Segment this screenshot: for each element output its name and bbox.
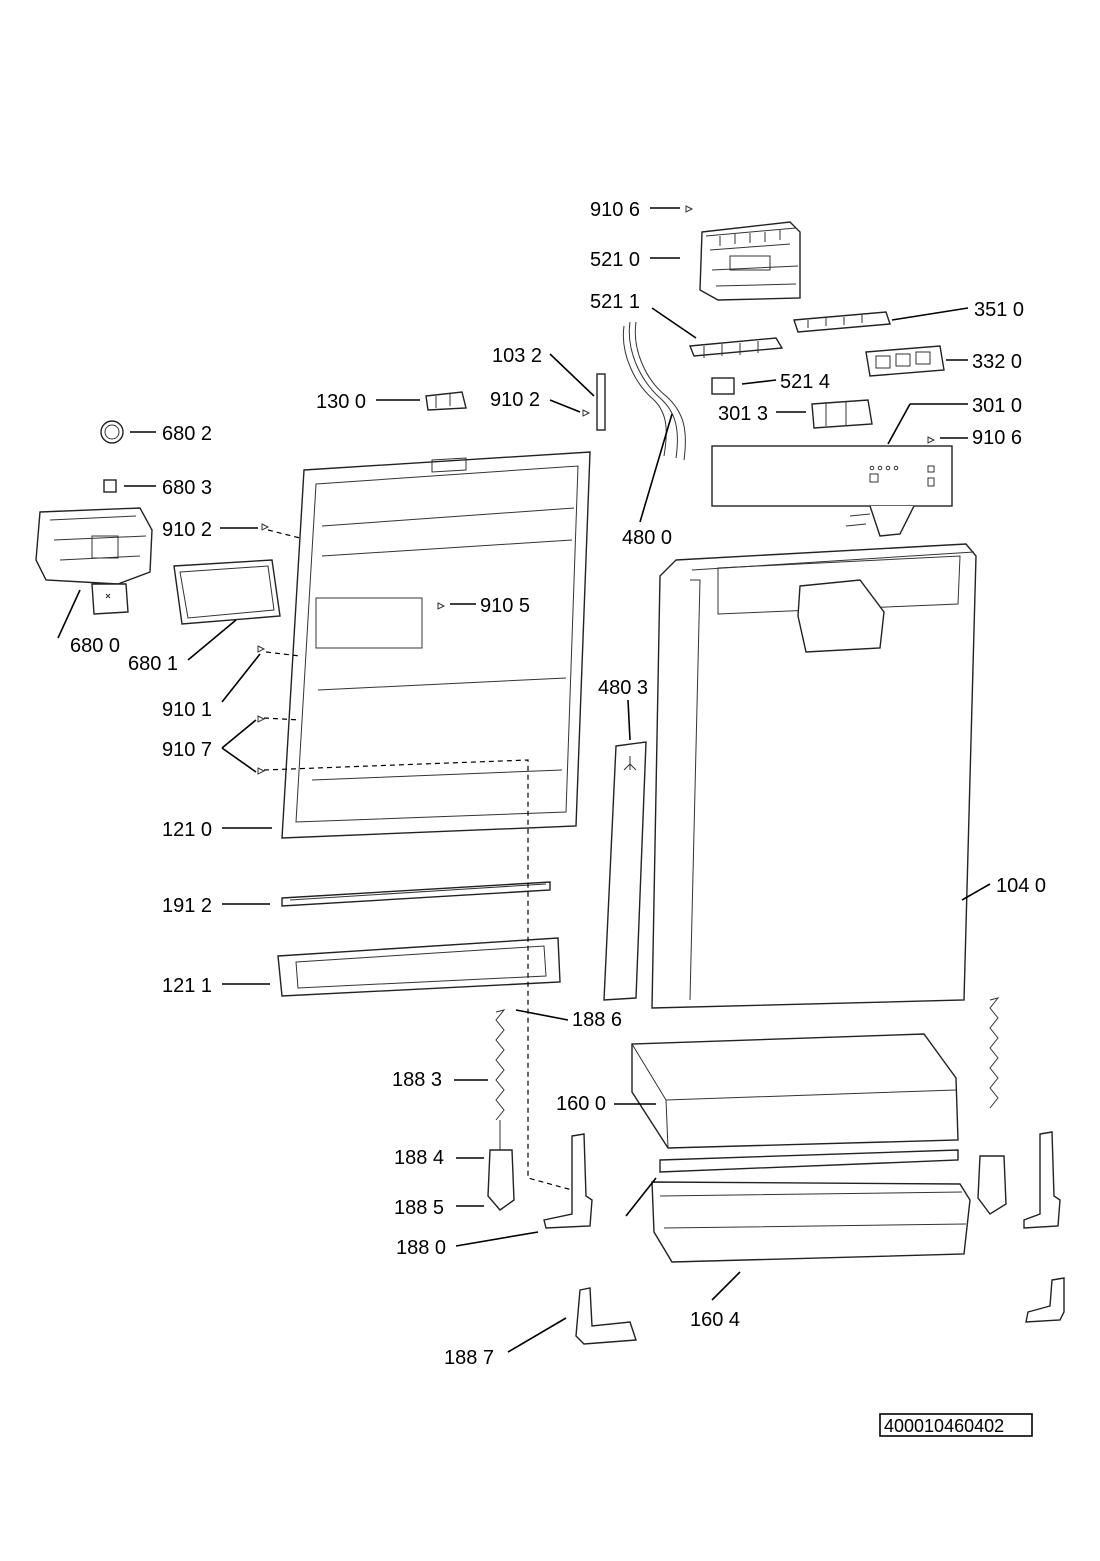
dispenser-6800 bbox=[35, 507, 153, 615]
hinge-bracket-1880 bbox=[543, 1133, 593, 1229]
label-3013: 301 3 bbox=[718, 403, 768, 425]
leader-lines bbox=[57, 207, 991, 1353]
control-panel-3010 bbox=[711, 445, 953, 537]
label-1883: 188 3 bbox=[392, 1069, 442, 1091]
label-1885: 188 5 bbox=[394, 1197, 444, 1219]
frame-1211 bbox=[277, 937, 561, 997]
label-1211: 121 1 bbox=[162, 975, 212, 997]
part-labels: 910 6 521 0 521 1 351 0 103 2 332 0 130 … bbox=[70, 199, 1046, 1369]
label-1912: 191 2 bbox=[162, 895, 212, 917]
label-9105: 910 5 bbox=[480, 595, 530, 617]
outer-door-1040 bbox=[651, 543, 977, 1009]
small-part-6803 bbox=[103, 479, 117, 493]
latch-1300 bbox=[425, 391, 467, 411]
label-4800: 480 0 bbox=[622, 527, 672, 549]
terminal-strip-3510 bbox=[793, 311, 891, 333]
label-1604: 160 4 bbox=[690, 1309, 740, 1331]
label-9106-top: 910 6 bbox=[590, 199, 640, 221]
kick-plate-1604 bbox=[651, 1149, 971, 1263]
gasket-6801 bbox=[173, 559, 281, 625]
label-1032: 103 2 bbox=[492, 345, 542, 367]
wire-harness-4800 bbox=[622, 321, 686, 461]
label-3010: 301 0 bbox=[972, 395, 1022, 417]
button-block-3013 bbox=[811, 399, 873, 429]
label-1300: 130 0 bbox=[316, 391, 366, 413]
seal-ring-6802 bbox=[100, 420, 124, 444]
switch-block-3320 bbox=[865, 345, 945, 377]
bracket-5211 bbox=[689, 337, 784, 358]
label-3320: 332 0 bbox=[972, 351, 1022, 373]
screw-9106-right bbox=[927, 436, 936, 444]
label-6801: 680 1 bbox=[128, 653, 178, 675]
assembly-guide-dashed bbox=[263, 529, 573, 1191]
strip-1912 bbox=[281, 881, 551, 907]
hinge-part-1887 bbox=[575, 1287, 637, 1345]
electronic-module-5210 bbox=[699, 221, 801, 301]
label-9107: 910 7 bbox=[162, 739, 212, 761]
label-9106-right: 910 6 bbox=[972, 427, 1022, 449]
screw-9106-top bbox=[685, 205, 694, 213]
label-1210: 121 0 bbox=[162, 819, 212, 841]
label-9102-left: 910 2 bbox=[162, 519, 212, 541]
label-1886: 188 6 bbox=[572, 1009, 622, 1031]
screw-9102-upper bbox=[582, 409, 591, 417]
hinge-spring-left bbox=[487, 1009, 515, 1211]
label-5210: 521 0 bbox=[590, 249, 640, 271]
label-9101: 910 1 bbox=[162, 699, 212, 721]
inner-door-1210 bbox=[281, 451, 591, 839]
label-1884: 188 4 bbox=[394, 1147, 444, 1169]
clip-5214 bbox=[711, 377, 735, 395]
label-6803: 680 3 bbox=[162, 477, 212, 499]
strip-1032 bbox=[596, 373, 606, 431]
label-6800: 680 0 bbox=[70, 635, 120, 657]
channel-4803 bbox=[603, 741, 647, 1001]
label-1040: 104 0 bbox=[996, 875, 1046, 897]
label-1880: 188 0 bbox=[396, 1237, 446, 1259]
label-1887: 188 7 bbox=[444, 1347, 494, 1369]
document-number-box: 400010460402 bbox=[879, 1413, 1033, 1437]
document-number: 400010460402 bbox=[884, 1416, 1004, 1436]
label-3510: 351 0 bbox=[974, 299, 1024, 321]
label-4803: 480 3 bbox=[598, 677, 648, 699]
screw-9105 bbox=[437, 602, 446, 610]
screws-left-door bbox=[257, 523, 270, 775]
label-5214: 521 4 bbox=[780, 371, 830, 393]
label-6802: 680 2 bbox=[162, 423, 212, 445]
label-5211: 521 1 bbox=[590, 291, 640, 313]
label-1600: 160 0 bbox=[556, 1093, 606, 1115]
toe-panel-1600 bbox=[631, 1033, 959, 1149]
label-9102-upper: 910 2 bbox=[490, 389, 540, 411]
hinge-spring-right bbox=[977, 997, 1065, 1323]
